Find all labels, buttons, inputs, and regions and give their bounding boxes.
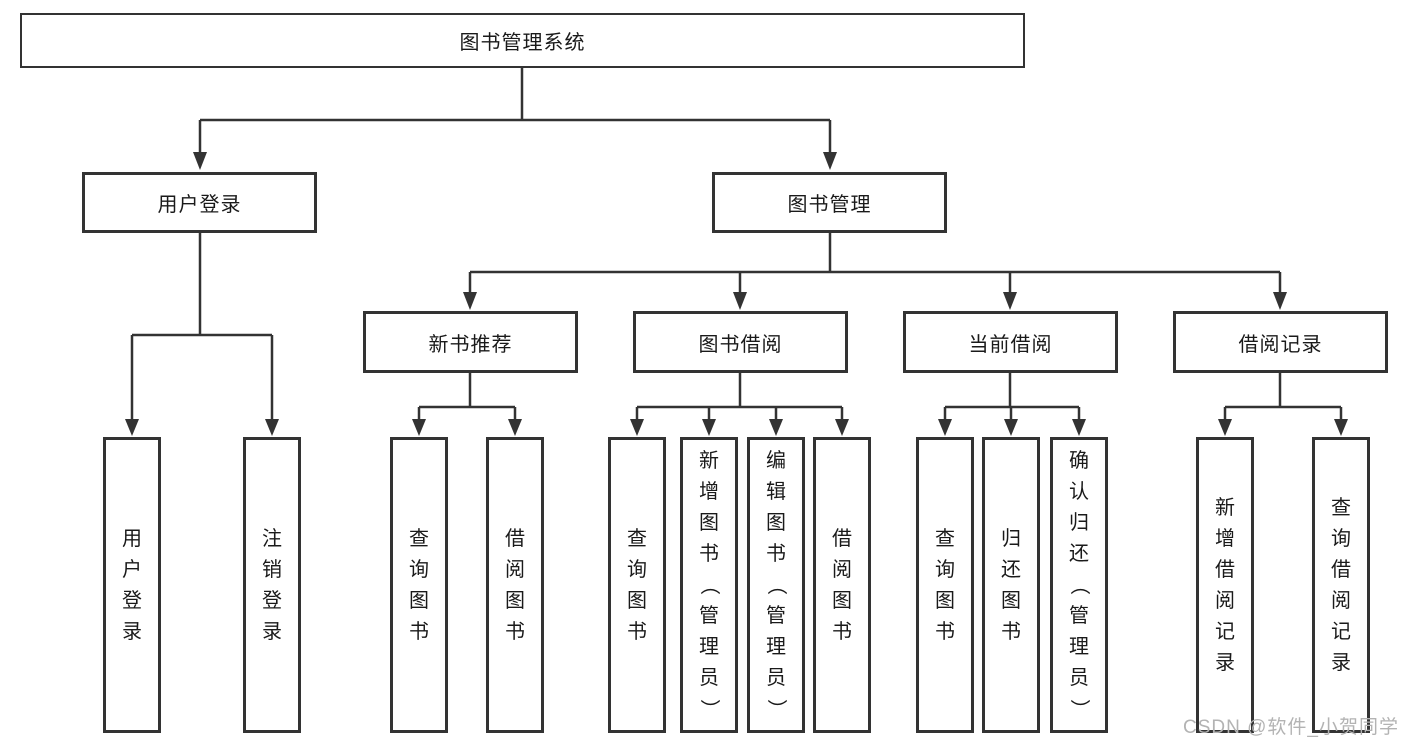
node-leaf-query-book-current: 查询图书 [916, 437, 974, 733]
arrowheads [125, 152, 1348, 436]
node-label: 图书借阅 [698, 333, 783, 356]
node-label: 查询图书 [935, 527, 955, 643]
node-label: 新增图书（管理员） [698, 450, 720, 719]
node-label: 查询图书 [409, 527, 429, 643]
node-label: 查询图书 [627, 527, 647, 643]
node-label: 当前借阅 [968, 333, 1053, 356]
node-leaf-return-book: 归还图书 [982, 437, 1040, 733]
node-book-management-branch: 图书管理 [712, 172, 947, 233]
node-label: 借阅图书 [505, 527, 525, 643]
node-label: 编辑图书（管理员） [765, 450, 787, 719]
node-label: 确认归还（管理员） [1068, 450, 1090, 719]
node-label: 归还图书 [1001, 527, 1021, 643]
node-label: 注销登录 [262, 527, 282, 643]
node-new-book-recommend: 新书推荐 [363, 311, 578, 373]
node-leaf-query-book-borrowing: 查询图书 [608, 437, 666, 733]
node-leaf-user-login: 用户登录 [103, 437, 161, 733]
csdn-watermark: CSDN @软件_小贺同学 [1183, 717, 1399, 738]
node-leaf-borrow-book-borrowing: 借阅图书 [813, 437, 871, 733]
node-label: 用户登录 [122, 527, 142, 643]
node-leaf-confirm-return-admin: 确认归还（管理员） [1050, 437, 1108, 733]
node-label: 查询借阅记录 [1331, 496, 1351, 674]
node-label: 新增借阅记录 [1215, 496, 1235, 674]
node-label: 图书管理 [787, 194, 872, 216]
node-leaf-add-book-admin: 新增图书（管理员） [680, 437, 738, 733]
node-label: 借阅图书 [832, 527, 852, 643]
node-leaf-edit-book-admin: 编辑图书（管理员） [747, 437, 805, 733]
node-label: 新书推荐 [428, 333, 513, 356]
node-label: 用户登录 [157, 194, 242, 216]
node-current-borrowing: 当前借阅 [903, 311, 1118, 373]
node-user-login-branch: 用户登录 [82, 172, 317, 233]
node-label: 借阅记录 [1238, 333, 1323, 356]
node-leaf-query-borrow-record: 查询借阅记录 [1312, 437, 1370, 733]
node-book-borrowing: 图书借阅 [633, 311, 848, 373]
node-leaf-add-borrow-record: 新增借阅记录 [1196, 437, 1254, 733]
node-leaf-logout: 注销登录 [243, 437, 301, 733]
node-label: 图书管理系统 [459, 32, 586, 54]
node-borrowing-records: 借阅记录 [1173, 311, 1388, 373]
node-library-management-system: 图书管理系统 [20, 13, 1025, 68]
node-leaf-borrow-book-recommend: 借阅图书 [486, 437, 544, 733]
node-leaf-query-book-recommend: 查询图书 [390, 437, 448, 733]
